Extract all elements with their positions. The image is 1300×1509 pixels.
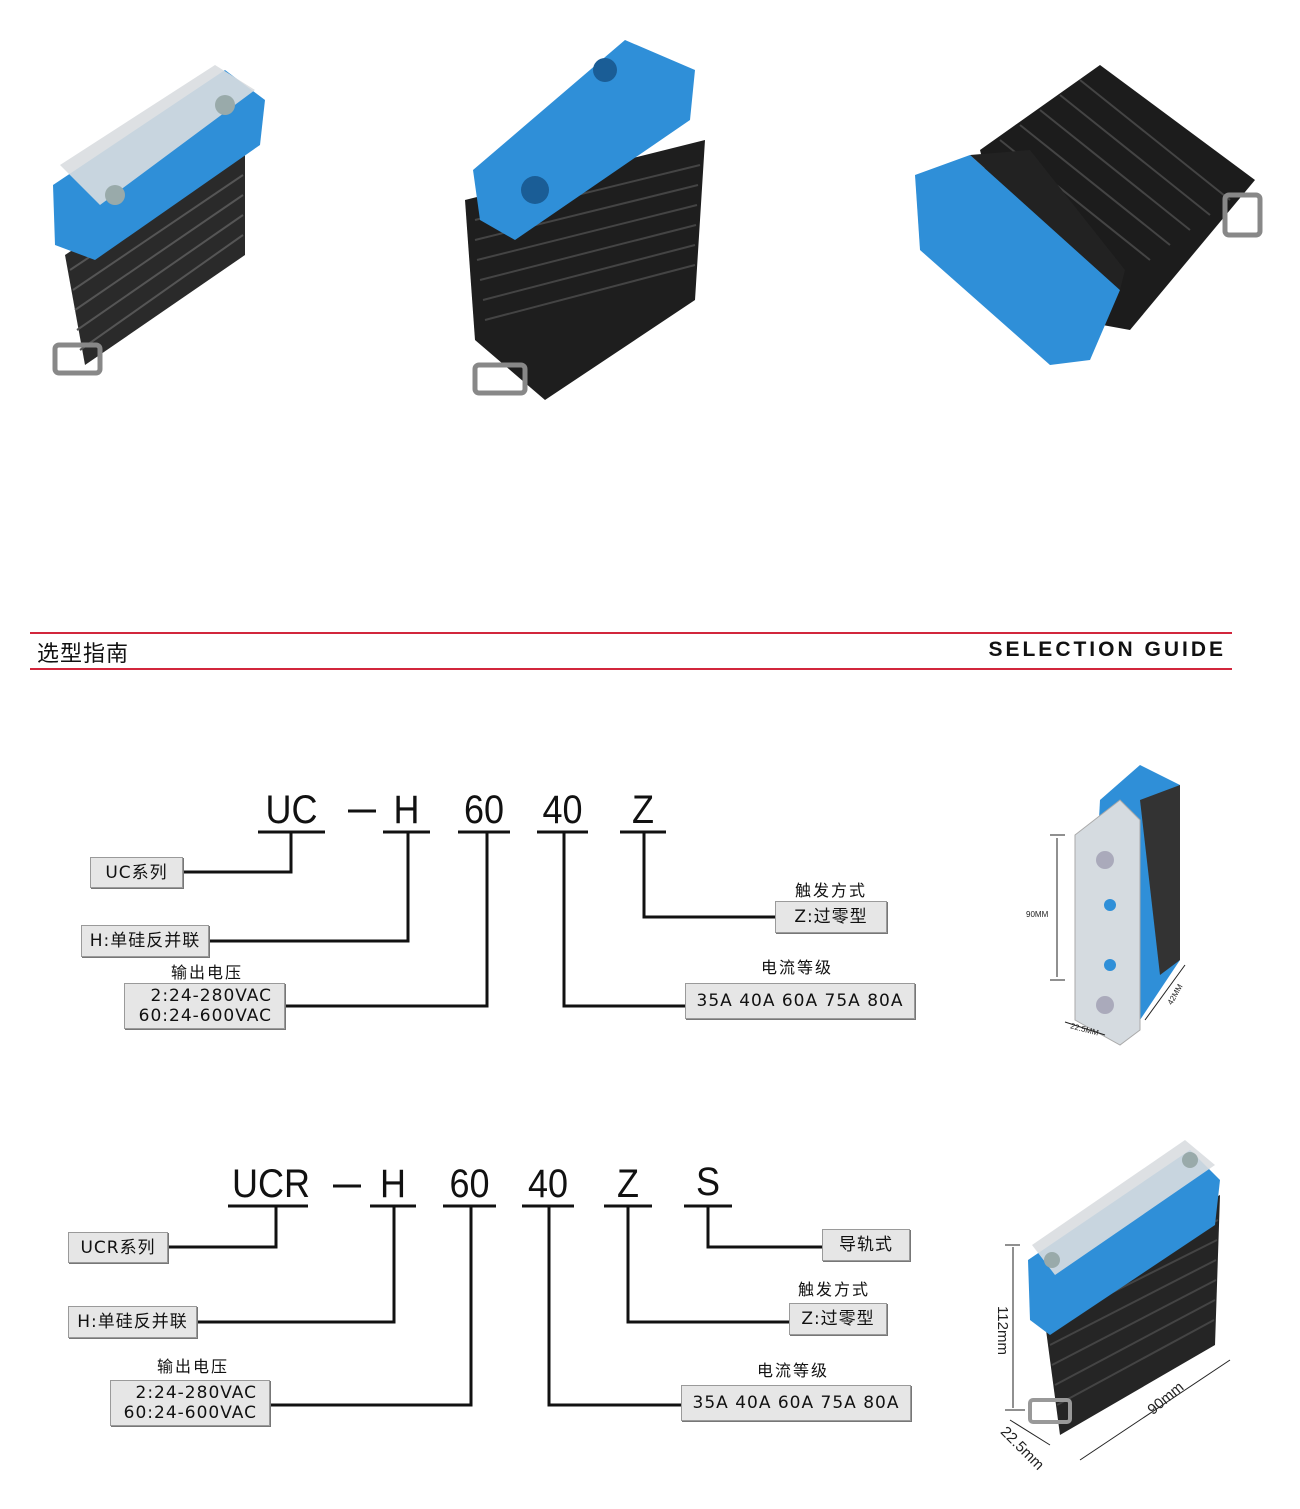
ucr-trigger-label: 触发方式 <box>797 1280 870 1299</box>
uc-current-box: 35A 40A 60A 75A 80A <box>685 983 915 1019</box>
uc-voltage-label: 输出电压 <box>170 963 243 982</box>
ucr-series-box: UCR系列 <box>68 1232 168 1263</box>
ucr-structure-box: H:单硅反并联 <box>68 1306 197 1338</box>
ucr-code-current: 40 <box>527 1162 569 1206</box>
uc-dimension-photo <box>1050 765 1186 1046</box>
uc-structure-box: H:单硅反并联 <box>81 925 209 957</box>
ucr-code-trigger: Z <box>617 1162 639 1206</box>
uc-series-box: UC系列 <box>90 857 183 888</box>
uc-code-trigger: Z <box>632 788 654 832</box>
ucr-voltage-value-1: 2:24-280VAC <box>135 1383 257 1403</box>
uc-dim-height: 90MM <box>1026 910 1049 919</box>
uc-code-current: 40 <box>542 788 583 832</box>
ucr-dim-height: 112mm <box>993 1306 1011 1355</box>
uc-voltage-box: 2:24-280VAC 60:24-600VAC <box>124 983 285 1029</box>
uc-voltage-value-1: 2:24-280VAC <box>150 986 272 1006</box>
product-photo-heatsink-relay <box>465 40 705 400</box>
ucr-code-series: UCR <box>232 1162 311 1206</box>
product-photo-relay-side <box>915 65 1263 365</box>
ucr-voltage-value-2: 60:24-600VAC <box>123 1403 257 1423</box>
uc-current-label: 电流等级 <box>760 958 833 977</box>
uc-trigger-label: 触发方式 <box>794 881 867 900</box>
ucr-code-structure: H <box>379 1162 406 1206</box>
ucr-trigger-box: Z:过零型 <box>789 1303 887 1335</box>
product-photo-slim-relay <box>52 65 265 376</box>
section-title-cn: 选型指南 <box>37 642 130 667</box>
ucr-voltage-label: 输出电压 <box>156 1357 229 1376</box>
header-top-rule <box>30 632 1232 634</box>
uc-code-series: UC <box>265 788 318 832</box>
ucr-current-label: 电流等级 <box>756 1361 829 1380</box>
uc-trigger-box: Z:过零型 <box>775 901 887 933</box>
ucr-voltage-box: 2:24-280VAC 60:24-600VAC <box>110 1380 270 1426</box>
ucr-code-mount: S <box>695 1160 721 1204</box>
uc-code-structure: H <box>393 788 420 832</box>
uc-code-voltage: 60 <box>463 788 505 832</box>
section-title-en: SELECTION GUIDE <box>988 638 1226 661</box>
header-bottom-rule <box>30 668 1232 670</box>
uc-voltage-value-2: 60:24-600VAC <box>138 1006 272 1026</box>
ucr-current-box: 35A 40A 60A 75A 80A <box>681 1385 911 1421</box>
ucr-mount-box: 导轨式 <box>822 1229 910 1261</box>
ucr-code-voltage: 60 <box>449 1162 490 1206</box>
ucr-dimension-photo <box>1005 1140 1231 1461</box>
